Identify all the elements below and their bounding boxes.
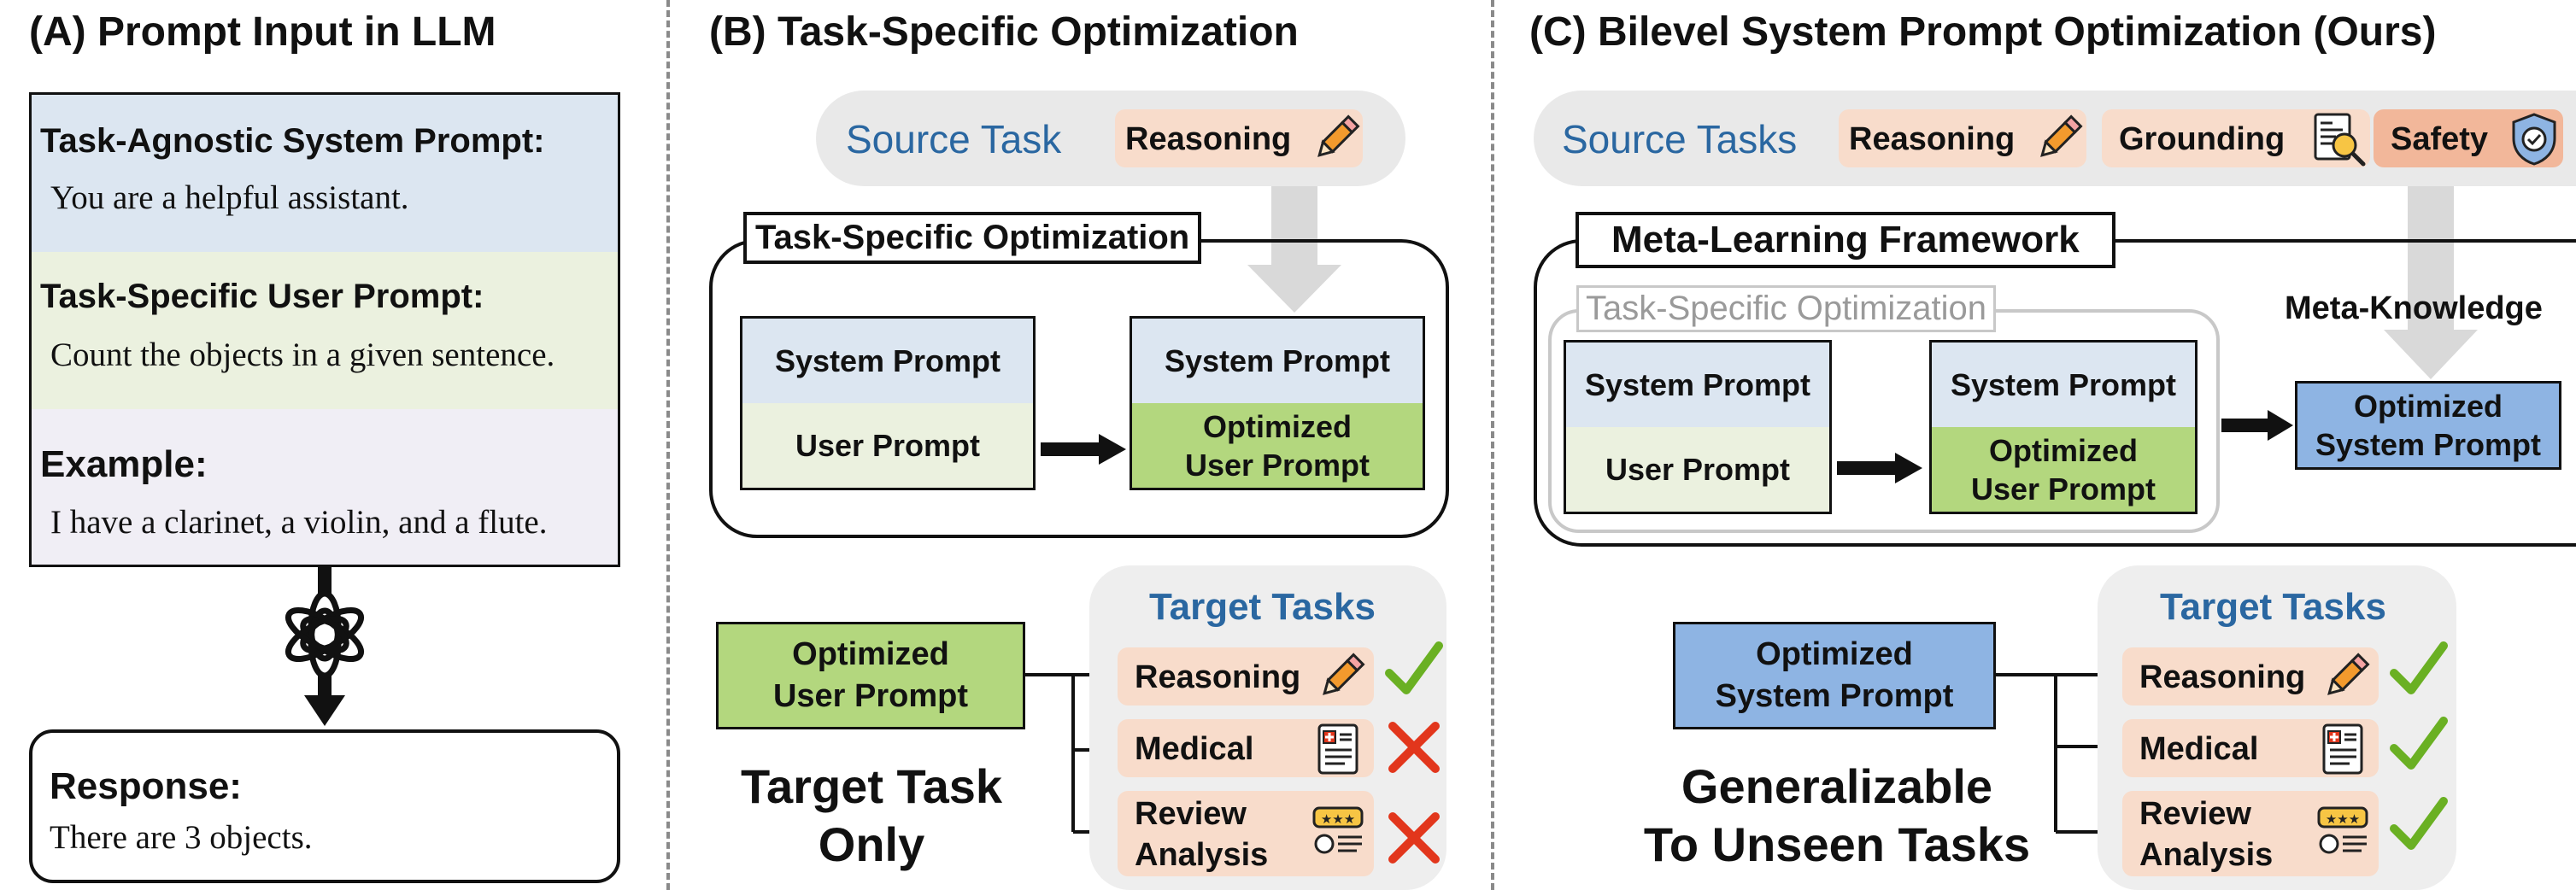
panel-b-title: (B) Task-Specific Optimization — [709, 9, 1299, 55]
check-icon — [2390, 717, 2448, 770]
panel-c-knowledge-arrow — [2384, 186, 2478, 379]
panel-c-optimized-user-prompt-line1: Optimized — [1988, 432, 2138, 468]
system-prompt-label: Task-Agnostic System Prompt: — [40, 122, 545, 160]
panel-c-frame-label: Meta-Learning Framework — [1576, 212, 2115, 268]
system-prompt-section: Task-Agnostic System Prompt: You are a h… — [32, 95, 618, 252]
svg-text:★★★: ★★★ — [1321, 811, 1355, 827]
review-icon: ★★★ — [1312, 806, 1364, 854]
check-icon — [2390, 641, 2448, 694]
panel-b-target-medical-label: Medical — [1135, 731, 1254, 767]
response-text: There are 3 objects. — [50, 819, 313, 856]
panel-c-target-review-label: Review Analysis — [2139, 796, 2274, 873]
user-prompt-section: Task-Specific User Prompt: Count the obj… — [32, 252, 618, 409]
panel-b-target-reasoning: Reasoning — [1118, 647, 1374, 706]
response-box: Response: There are 3 objects. — [29, 729, 620, 883]
panel-b-target-title: Target Tasks — [1149, 586, 1376, 628]
system-prompt-text: You are a helpful assistant. — [50, 179, 409, 216]
example-label: Example: — [40, 443, 208, 485]
panel-c-output-line2: System Prompt — [1715, 678, 1954, 714]
panel-a-title: (A) Prompt Input in LLM — [29, 9, 496, 55]
panel-b-output-line2: User Prompt — [772, 678, 969, 714]
panel-b-source-chip-label: Reasoning — [1125, 121, 1292, 157]
panel-c-caption-line1: Generalizable — [1681, 758, 1993, 813]
panel-c-title: (C) Bilevel System Prompt Optimization (… — [1529, 9, 2437, 55]
panel-b-source-label: Source Task — [846, 117, 1062, 161]
panel-c-meta-knowledge: Meta-Knowledge — [2285, 290, 2543, 326]
example-section: Example: I have a clarinet, a violin, an… — [32, 409, 618, 565]
panel-b-output-box: Optimized User Prompt — [716, 622, 1025, 729]
panel-c-target-reasoning: Reasoning — [2122, 647, 2379, 706]
panel-b-source-chip: Reasoning — [1115, 109, 1363, 167]
panel-b-optimized-user-prompt-line1: Optimized — [1202, 408, 1352, 444]
panel-b-caption-line2: Only — [818, 817, 925, 871]
panel-c-source-reasoning: Reasoning — [1839, 109, 2086, 167]
document-search-icon — [2314, 113, 2366, 167]
pencil-icon — [1323, 653, 1365, 695]
panel-c-source-grounding-label: Grounding — [2119, 121, 2286, 157]
panel-b-input-prompt-box: System Prompt User Prompt — [740, 316, 1036, 490]
panel-c-inner-label: Task-Specific Optimization — [1576, 285, 1997, 332]
panel-c-meta-arrow — [2221, 410, 2293, 441]
panel-c-optimized-system-prompt: Optimized System Prompt — [2295, 381, 2561, 470]
pencil-icon — [2327, 653, 2370, 695]
panel-b-system-prompt-2: System Prompt — [1132, 319, 1423, 403]
panel-c-target-reasoning-label: Reasoning — [2139, 659, 2306, 695]
panel-c-caption-line2: To Unseen Tasks — [1643, 817, 2031, 871]
svg-text:★★★: ★★★ — [2326, 811, 2360, 827]
panel-b-process-arrow — [1041, 434, 1126, 465]
panel-b-target-review: Review Analysis — [1118, 791, 1374, 876]
cross-icon — [1388, 812, 1440, 864]
check-icon — [1385, 641, 1443, 694]
panel-c-source-reasoning-label: Reasoning — [1849, 121, 2016, 157]
panel-b-caption: Target Task Only — [709, 752, 1034, 880]
divider-right — [1491, 0, 1494, 890]
panel-c-system-prompt: System Prompt — [1566, 343, 1829, 427]
user-prompt-text: Count the objects in a given sentence. — [50, 337, 555, 373]
panel-c-input-prompt-box: System Prompt User Prompt — [1564, 340, 1832, 514]
medical-report-icon — [1317, 723, 1358, 775]
panel-c-target-review: Review Analysis — [2122, 791, 2379, 876]
pencil-icon — [1317, 114, 1360, 157]
openai-logo-icon — [284, 590, 366, 679]
panel-b-caption-line1: Target Task — [740, 758, 1003, 813]
panel-c-system-prompt-2: System Prompt — [1932, 343, 2195, 427]
panel-c-user-prompt: User Prompt — [1566, 427, 1829, 512]
panel-b-optimized-user-prompt: Optimized User Prompt — [1132, 403, 1423, 488]
panel-c-output-prompt-box: System Prompt Optimized User Prompt — [1929, 340, 2198, 514]
example-text: I have a clarinet, a violin, and a flute… — [50, 504, 548, 541]
check-icon — [2390, 797, 2448, 850]
cross-icon — [1388, 722, 1440, 773]
panel-b-target-review-label: Review Analysis — [1135, 796, 1269, 873]
panel-c-optimized-system-prompt-line1: Optimized — [2353, 389, 2503, 424]
panel-c-process-arrow — [1837, 453, 1922, 483]
panel-c-target-medical-label: Medical — [2139, 731, 2259, 767]
panel-c-optimized-user-prompt: Optimized User Prompt — [1932, 427, 2195, 512]
panel-b-system-prompt: System Prompt — [742, 319, 1033, 403]
panel-c-target-title: Target Tasks — [2160, 586, 2386, 628]
response-label: Response: — [50, 765, 242, 807]
divider-left — [666, 0, 670, 890]
prompt-input-box: Task-Agnostic System Prompt: You are a h… — [29, 92, 620, 567]
panel-c-optimized-user-prompt-line2: User Prompt — [1970, 471, 2156, 506]
panel-b-target-reasoning-label: Reasoning — [1135, 659, 1301, 695]
panel-c-optimized-system-prompt-line2: System Prompt — [2315, 427, 2542, 462]
shield-icon — [2512, 113, 2556, 166]
panel-c-caption: Generalizable To Unseen Tasks — [1623, 752, 2051, 880]
pencil-icon — [2040, 114, 2083, 157]
panel-b-output-line1: Optimized — [792, 635, 949, 672]
user-prompt-label: Task-Specific User Prompt: — [40, 278, 484, 315]
panel-c-source-safety-label: Safety — [2391, 121, 2489, 157]
panel-b-frame-label: Task-Specific Optimization — [743, 212, 1202, 264]
panel-c-output-box: Optimized System Prompt — [1673, 622, 1996, 729]
panel-b-knowledge-arrow — [1247, 186, 1341, 313]
panel-b-optimized-user-prompt-line2: User Prompt — [1184, 447, 1370, 483]
medical-report-icon — [2322, 723, 2363, 775]
panel-b-output-prompt-box: System Prompt Optimized User Prompt — [1130, 316, 1425, 490]
panel-c-output-line1: Optimized — [1756, 635, 1913, 672]
review-icon: ★★★ — [2317, 806, 2368, 854]
panel-b-user-prompt: User Prompt — [742, 403, 1033, 488]
panel-c-source-label: Source Tasks — [1562, 117, 1798, 161]
